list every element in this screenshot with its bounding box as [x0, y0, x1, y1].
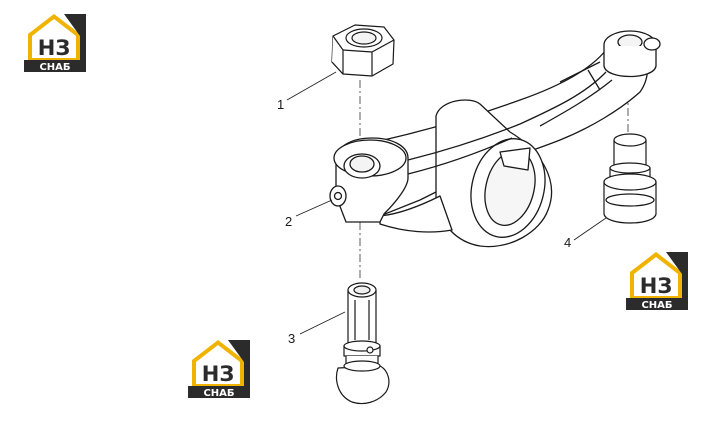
- logo-caption: СНАБ: [203, 388, 234, 399]
- callout-3: 3: [288, 331, 295, 346]
- adjusting-screw: [335, 282, 390, 405]
- logo-caption: СНАБ: [641, 300, 672, 311]
- callout-2: 2: [285, 214, 292, 229]
- logo-mark: НЗ: [640, 274, 673, 298]
- callout-1: 1: [277, 97, 284, 112]
- hex-nut: [331, 24, 395, 77]
- logo-mark: НЗ: [202, 362, 235, 386]
- logo-caption: СНАБ: [39, 62, 70, 73]
- leader-lines: [286, 71, 607, 335]
- rocker-arm: [329, 30, 661, 248]
- logo-right: НЗ СНАБ: [626, 252, 688, 311]
- callout-4: 4: [564, 235, 571, 250]
- logo-bottom: НЗ СНАБ: [188, 340, 250, 399]
- logo-mark: НЗ: [38, 36, 71, 60]
- logo-top-left: НЗ СНАБ: [24, 14, 86, 73]
- valve-cap: [603, 133, 657, 224]
